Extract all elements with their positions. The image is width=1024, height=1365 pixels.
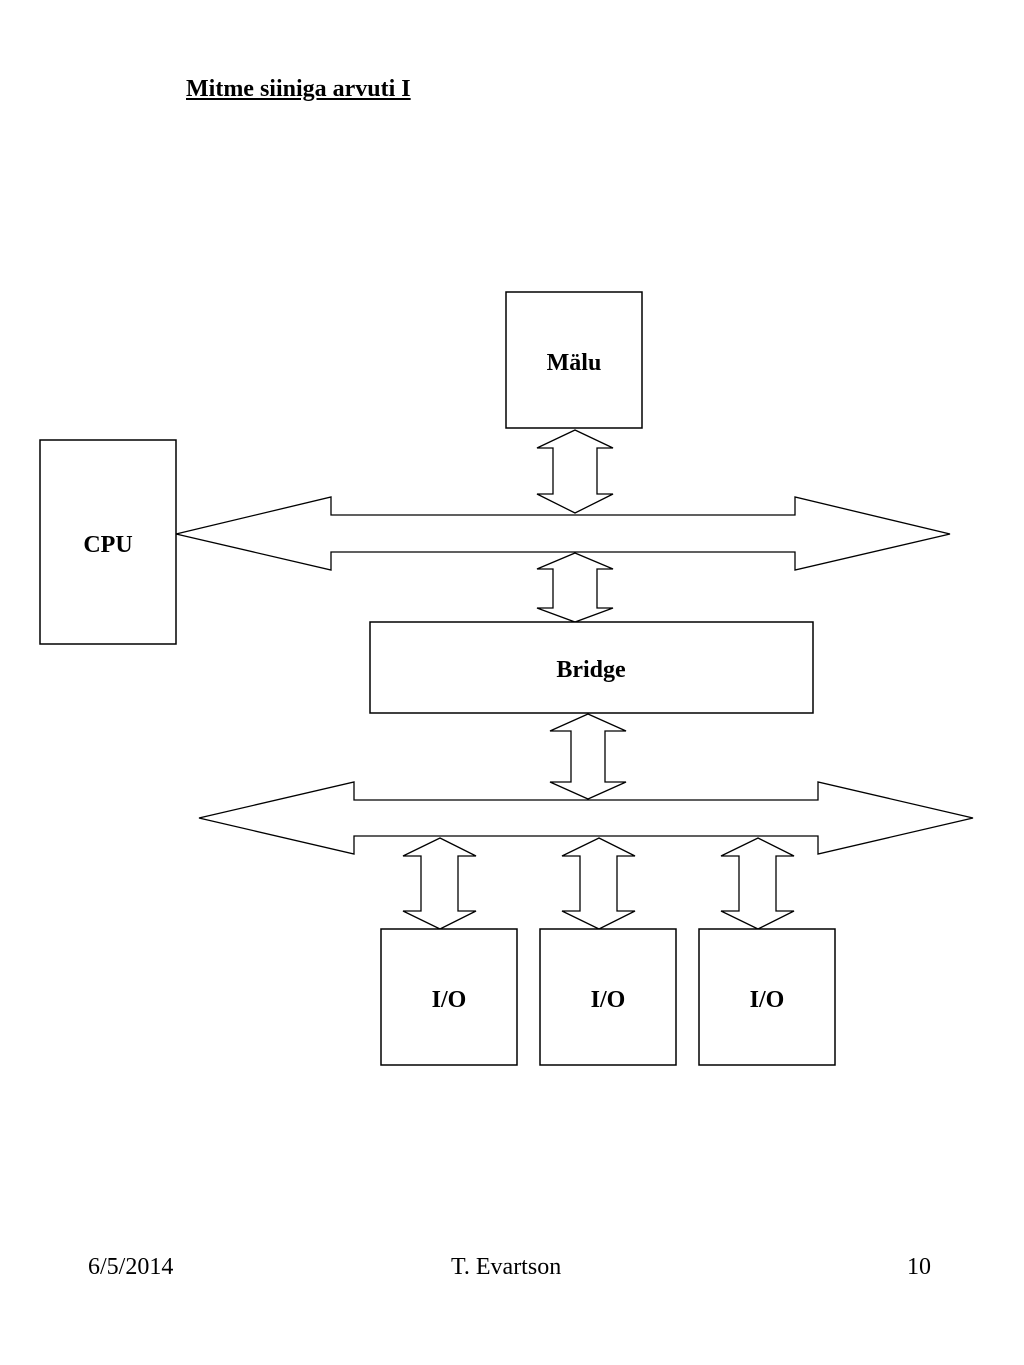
io-device-arrow-3 [720, 837, 795, 930]
cpu-label: CPU [83, 532, 132, 558]
io-device-arrow-1 [402, 837, 477, 930]
memory-label: Mälu [547, 350, 602, 376]
io-device-3: I/O [698, 928, 836, 1066]
bus-bridge-arrow [536, 552, 614, 623]
io-device-1: I/O [380, 928, 518, 1066]
footer-author: T. Evartson [451, 1254, 562, 1280]
io-device-label: I/O [591, 987, 626, 1013]
memory-bus-arrow [536, 429, 614, 514]
system-bus-arrow [175, 496, 951, 571]
bridge-io-bus-arrow [549, 713, 627, 800]
memory-block: Mälu [505, 291, 643, 429]
slide-title: Mitme siiniga arvuti I [186, 76, 411, 102]
io-device-2: I/O [539, 928, 677, 1066]
io-device-label: I/O [432, 987, 467, 1013]
page-number: 10 [907, 1254, 931, 1280]
io-bus-arrow [198, 781, 974, 855]
bridge-label: Bridge [556, 657, 626, 683]
io-device-arrow-2 [561, 837, 636, 930]
footer-date: 6/5/2014 [88, 1254, 174, 1280]
bridge-block: Bridge [369, 621, 814, 714]
cpu-block: CPU [39, 439, 177, 645]
io-device-label: I/O [750, 987, 785, 1013]
